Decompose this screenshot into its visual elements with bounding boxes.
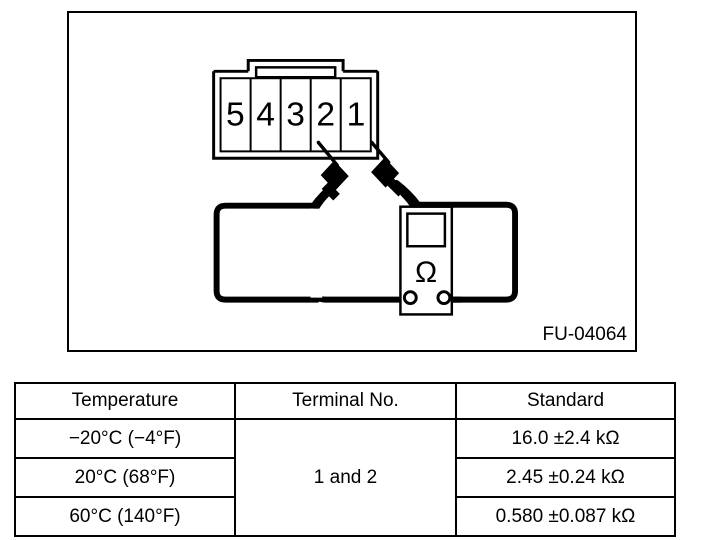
connector-shell-outer bbox=[212, 69, 380, 160]
cell-standard: 2.45 ±0.24 kΩ bbox=[455, 457, 676, 498]
figure-panel: 5 4 3 2 1 bbox=[67, 11, 637, 352]
terminal-label-1: 1 bbox=[347, 97, 366, 134]
table-row: −20°C (−4°F) 1 and 2 16.0 ±2.4 kΩ bbox=[14, 418, 676, 537]
probe-body-right bbox=[371, 157, 400, 188]
cell-temperature: −20°C (−4°F) bbox=[14, 418, 236, 459]
figure-code-label: FU-04064 bbox=[542, 324, 628, 345]
test-lead-left-wire-final bbox=[313, 207, 404, 303]
terminal-label-5: 5 bbox=[226, 97, 245, 134]
wiring-test-diagram: 5 4 3 2 1 bbox=[212, 58, 519, 316]
cell-terminal-no: 1 and 2 bbox=[234, 418, 457, 537]
connector-shell-inner bbox=[219, 77, 372, 153]
lead-stub-mask bbox=[310, 208, 323, 298]
test-lead-left-wire bbox=[313, 182, 404, 303]
cell-standard: 16.0 ±2.4 kΩ bbox=[455, 418, 676, 459]
terminal-label-2: 2 bbox=[316, 97, 335, 134]
terminal-dividers bbox=[249, 78, 342, 152]
cell-temperature: 20°C (68°F) bbox=[14, 457, 236, 498]
column-header-temperature: Temperature bbox=[14, 382, 236, 420]
terminal-label-3: 3 bbox=[286, 97, 305, 134]
multimeter-ohm-symbol: Ω bbox=[415, 256, 437, 289]
specification-table: Temperature Terminal No. Standard −20°C … bbox=[14, 382, 676, 537]
multimeter-jack-left bbox=[402, 290, 418, 306]
connector-assembly: 5 4 3 2 1 bbox=[212, 58, 380, 160]
connector-top-tab bbox=[246, 58, 345, 72]
test-lead-right-wire-main bbox=[393, 180, 519, 303]
table-row: 60°C (140°F) 0.580 ±0.087 kΩ bbox=[14, 496, 676, 537]
probe-collar-right bbox=[386, 178, 406, 197]
column-header-standard: Standard bbox=[455, 382, 676, 420]
multimeter-display bbox=[406, 212, 447, 248]
column-header-terminal-no: Terminal No. bbox=[234, 382, 457, 420]
multimeter-jack-right bbox=[436, 290, 452, 306]
terminal-label-4: 4 bbox=[256, 97, 275, 134]
multimeter: Ω bbox=[399, 205, 454, 316]
cell-temperature: 60°C (140°F) bbox=[14, 496, 236, 537]
table-header-row: Temperature Terminal No. Standard bbox=[14, 382, 676, 420]
table-row: 20°C (68°F) 2.45 ±0.24 kΩ bbox=[14, 457, 676, 498]
connector-top-tab-inner bbox=[254, 66, 337, 79]
cell-standard: 0.580 ±0.087 kΩ bbox=[455, 496, 676, 537]
test-lead-left-upper bbox=[213, 181, 337, 303]
